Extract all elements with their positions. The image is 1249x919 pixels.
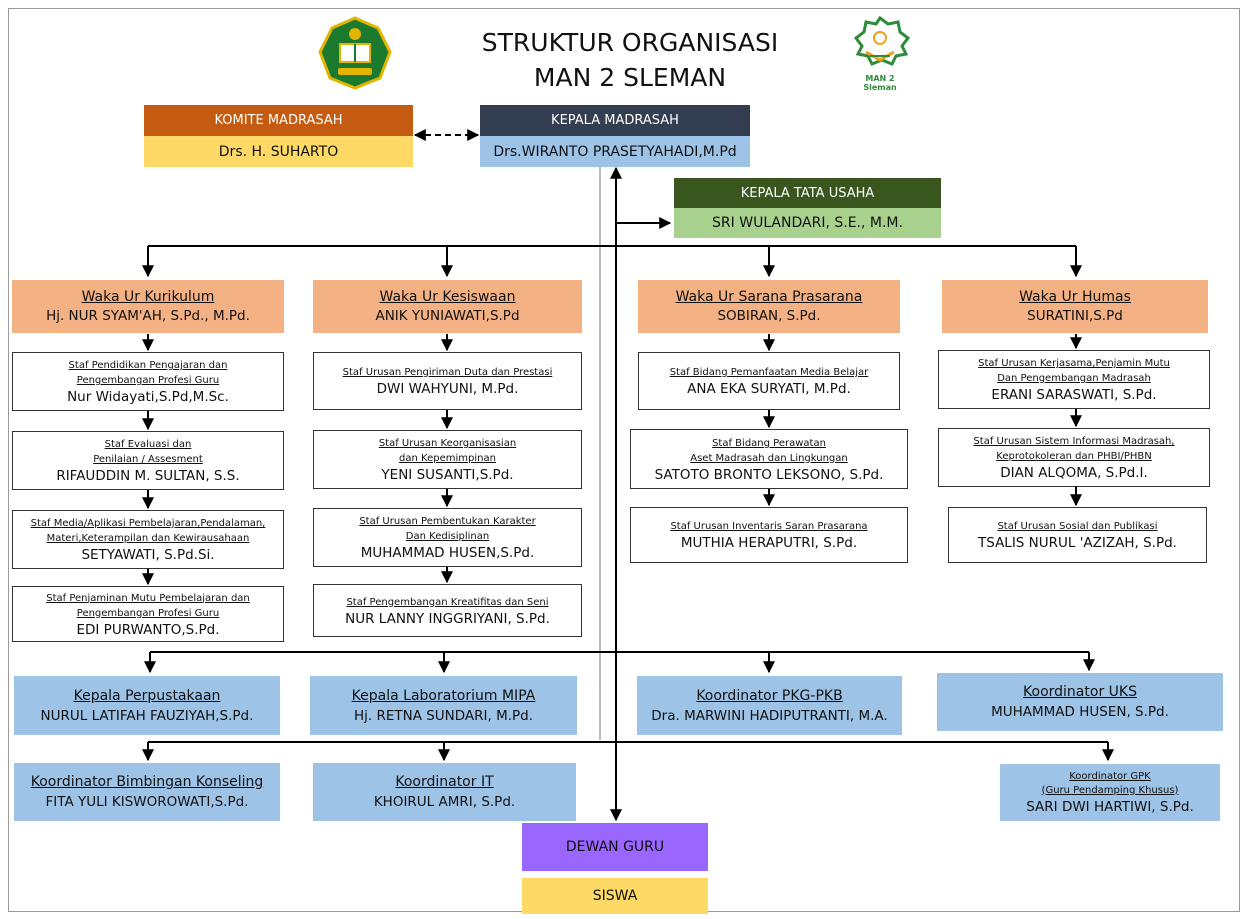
staff-title: Staf Urusan Keorganisasian (378, 438, 517, 449)
kemenag-emblem-icon (318, 16, 392, 90)
staff-title: Staf Urusan Kerjasama,Penjamin Mutu (978, 358, 1170, 369)
staff-name: YENI SUSANTI,S.Pd. (381, 467, 514, 483)
waka-title: Waka Ur Kurikulum (81, 289, 215, 305)
staff-box: Staf Bidang Perawatan Aset Madrasah dan … (630, 429, 908, 489)
coord-perpustakaan: Kepala Perpustakaan NURUL LATIFAH FAUZIY… (14, 676, 280, 735)
waka-humas: Waka Ur Humas SURATINI,S.Pd (942, 280, 1208, 333)
staff-title: Staf Bidang Perawatan (712, 437, 826, 449)
dewan-guru-box: DEWAN GURU (522, 823, 708, 871)
staff-name: ERANI SARASWATI, S.Pd. (991, 387, 1157, 403)
staff-box: Staf Evaluasi dan Penilaian / Assesment … (12, 431, 284, 490)
waka-title: Waka Ur Kesiswaan (379, 289, 516, 305)
coord-laboratorium: Kepala Laboratorium MIPA Hj. RETNA SUNDA… (310, 676, 577, 735)
staff-title: Dan Kedisiplinan (405, 531, 490, 542)
staff-name: DIAN ALQOMA, S.Pd.I. (1000, 465, 1148, 481)
coord-title: Koordinator Bimbingan Konseling (30, 774, 264, 790)
staff-title: dan Kepemimpinan (399, 453, 496, 464)
staff-box: Staf Urusan Pengiriman Duta dan Prestasi… (313, 352, 582, 410)
staff-title: Penilaian / Assesment (93, 454, 203, 465)
staff-title: Staf Penjaminan Mutu Pembelajaran dan (46, 592, 250, 604)
staff-name: EDI PURWANTO,S.Pd. (76, 621, 220, 638)
coord-title: Kepala Laboratorium MIPA (351, 687, 536, 704)
staff-box: Staf Pendidikan Pengajaran dan Pengemban… (12, 352, 284, 411)
waka-name: SURATINI,S.Pd (1027, 308, 1123, 324)
staff-name: DWI WAHYUNI, M.Pd. (376, 381, 519, 397)
staff-box: Staf Bidang Pemanfaatan Media Belajar AN… (638, 352, 900, 410)
coord-name: NURUL LATIFAH FAUZIYAH,S.Pd. (40, 707, 254, 724)
komite-name: Drs. H. SUHARTO (144, 136, 413, 167)
kepala-header: KEPALA MADRASAH (480, 105, 750, 136)
staff-title: Pengembangan Profesi Guru (76, 607, 220, 619)
staff-box: Staf Media/Aplikasi Pembelajaran,Pendala… (12, 510, 284, 569)
staff-name: MUHAMMAD HUSEN,S.Pd. (360, 545, 535, 561)
coord-title: Koordinator GPK (1069, 771, 1151, 782)
staff-title: Staf Media/Aplikasi Pembelajaran,Pendala… (30, 518, 266, 529)
staff-title: Staf Bidang Pemanfaatan Media Belajar (669, 367, 869, 378)
staff-title: Aset Madrasah dan Lingkungan (690, 452, 848, 464)
coord-name: FITA YULI KISWOROWATI,S.Pd. (45, 794, 249, 810)
staff-title: Pengembangan Profesi Guru (76, 375, 220, 386)
kepala-name: Drs.WIRANTO PRASETYAHADI,M.Pd (480, 136, 750, 167)
staff-box: Staf Pengembangan Kreatifitas dan Seni N… (313, 584, 582, 637)
staff-title: Staf Urusan Pembentukan Karakter (359, 516, 536, 527)
coord-name: SARI DWI HARTIWI, S.Pd. (1026, 799, 1194, 815)
waka-name: SOBIRAN, S.Pd. (717, 308, 821, 324)
school-logo-text: MAN 2 Sleman (863, 74, 897, 92)
staff-box: Staf Penjaminan Mutu Pembelajaran dan Pe… (12, 586, 284, 642)
staff-name: Nur Widayati,S.Pd,M.Sc. (67, 389, 229, 405)
tata-usaha-name: SRI WULANDARI, S.E., M.M. (674, 208, 941, 238)
waka-title: Waka Ur Humas (1019, 289, 1131, 305)
staff-name: MUTHIA HERAPUTRI, S.Pd. (680, 535, 858, 551)
staff-title: Staf Urusan Inventaris Saran Prasarana (670, 521, 868, 532)
staff-name: SETYAWATI, S.Pd.Si. (81, 547, 215, 563)
staff-title: Staf Pengembangan Kreatifitas dan Seni (346, 596, 549, 608)
coord-name: KHOIRUL AMRI, S.Pd. (373, 794, 516, 810)
coord-subtitle: (Guru Pendamping Khusus) (1041, 784, 1179, 796)
staff-name: NUR LANNY INGGRIYANI, S.Pd. (345, 610, 550, 627)
coord-name: Dra. MARWINI HADIPUTRANTI, M.A. (651, 707, 888, 724)
coord-name: MUHAMMAD HUSEN, S.Pd. (991, 704, 1169, 720)
staff-box: Staf Urusan Inventaris Saran Prasarana M… (630, 507, 908, 563)
tata-usaha-header: KEPALA TATA USAHA (674, 178, 941, 208)
coord-it: Koordinator IT KHOIRUL AMRI, S.Pd. (313, 763, 576, 821)
staff-title: Staf Pendidikan Pengajaran dan (68, 360, 228, 371)
staff-title: Dan Pengembangan Madrasah (997, 373, 1151, 384)
waka-sarana-prasarana: Waka Ur Sarana Prasarana SOBIRAN, S.Pd. (638, 280, 900, 333)
staff-name: TSALIS NURUL 'AZIZAH, S.Pd. (978, 535, 1177, 551)
staff-title: Keprotokoleran dan PHBI/PHBN (996, 451, 1152, 462)
coord-uks: Koordinator UKS MUHAMMAD HUSEN, S.Pd. (937, 673, 1223, 731)
staff-box: Staf Urusan Sosial dan Publikasi TSALIS … (948, 507, 1207, 563)
staff-box: Staf Urusan Keorganisasian dan Kepemimpi… (313, 430, 582, 489)
waka-name: Hj. NUR SYAM'AH, S.Pd., M.Pd. (46, 308, 250, 324)
coord-title: Koordinator UKS (1023, 684, 1137, 700)
man2-sleman-logo-icon (853, 16, 911, 66)
komite-header: KOMITE MADRASAH (144, 105, 413, 136)
staff-box: Staf Urusan Kerjasama,Penjamin Mutu Dan … (938, 350, 1210, 409)
chart-title-line1: STRUKTUR ORGANISASI (481, 28, 779, 57)
waka-title: Waka Ur Sarana Prasarana (675, 289, 863, 305)
staff-name: ANA EKA SURYATI, M.Pd. (687, 381, 851, 397)
coord-pkg-pkb: Koordinator PKG-PKB Dra. MARWINI HADIPUT… (637, 676, 902, 735)
staff-title: Staf Urusan Pengiriman Duta dan Prestasi (342, 367, 553, 378)
coord-gpk: Koordinator GPK (Guru Pendamping Khusus)… (1000, 764, 1220, 821)
coord-title: Koordinator IT (395, 774, 494, 790)
chart-title-line2: MAN 2 SLEMAN (533, 63, 727, 92)
coord-title: Kepala Perpustakaan (73, 687, 221, 704)
staff-box: Staf Urusan Pembentukan Karakter Dan Ked… (313, 508, 582, 567)
siswa-box: SISWA (522, 878, 708, 914)
staff-title: Staf Urusan Sosial dan Publikasi (997, 521, 1158, 532)
staff-title: Staf Urusan Sistem Informasi Madrasah, (973, 436, 1175, 447)
waka-kurikulum: Waka Ur Kurikulum Hj. NUR SYAM'AH, S.Pd.… (12, 280, 284, 333)
coord-bimbingan-konseling: Koordinator Bimbingan Konseling FITA YUL… (14, 763, 280, 821)
waka-name: ANIK YUNIAWATI,S.Pd (375, 308, 520, 324)
staff-box: Staf Urusan Sistem Informasi Madrasah, K… (938, 428, 1210, 487)
staff-title: Staf Evaluasi dan (104, 439, 192, 450)
coord-name: Hj. RETNA SUNDARI, M.Pd. (353, 707, 534, 724)
coord-title: Koordinator PKG-PKB (696, 687, 843, 704)
staff-name: SATOTO BRONTO LEKSONO, S.Pd. (654, 466, 884, 483)
staff-name: RIFAUDDIN M. SULTAN, S.S. (56, 468, 240, 484)
waka-kesiswaan: Waka Ur Kesiswaan ANIK YUNIAWATI,S.Pd (313, 280, 582, 333)
staff-title: Materi,Keterampilan dan Kewirausahaan (46, 533, 250, 544)
